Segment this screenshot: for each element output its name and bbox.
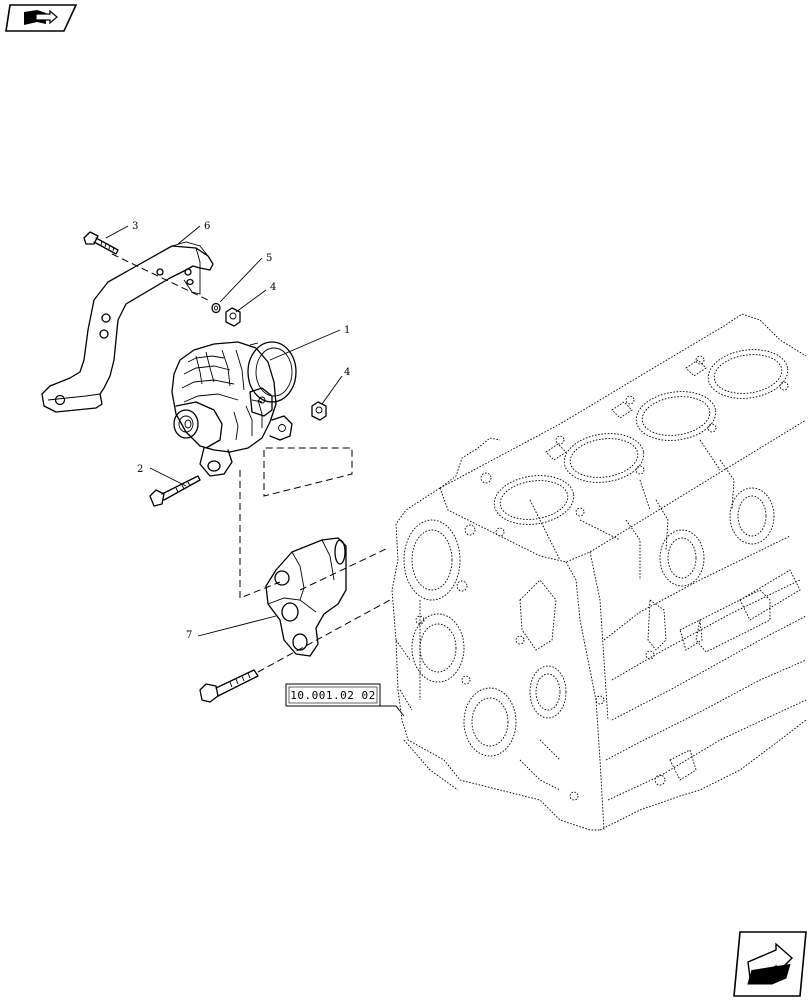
nut-lower [311, 401, 327, 421]
callout-nut-upper: 4 [270, 282, 276, 293]
callout-alternator-bolt: 2 [137, 464, 143, 475]
bracket-mount-bolt [199, 669, 259, 703]
reference-label: 10.001.02 02 [290, 689, 375, 702]
callout-leaders [105, 225, 405, 717]
callout-washer: 5 [266, 253, 272, 264]
washer [211, 302, 221, 314]
alternator-bolt [149, 475, 201, 507]
support-bracket [41, 241, 214, 413]
callout-nut-lower: 4 [344, 367, 350, 378]
mounting-bracket [265, 537, 347, 657]
bracket-bolt [83, 231, 119, 255]
engine-block [391, 313, 807, 831]
prev-page-button[interactable] [5, 4, 78, 32]
callout-support-bracket: 6 [204, 221, 210, 232]
reference-link[interactable]: 10.001.02 02 [285, 683, 381, 707]
alternator [171, 341, 297, 477]
callout-numbers: 3 6 5 4 1 4 2 7 [132, 221, 350, 641]
callout-mounting-bracket: 7 [186, 630, 192, 641]
next-page-arrow-icon [747, 942, 794, 985]
book-arrow-icon [24, 9, 58, 25]
callout-bracket-bolt: 3 [132, 221, 138, 232]
nut-upper [225, 307, 241, 327]
callout-alternator: 1 [344, 325, 350, 336]
next-page-button[interactable] [733, 931, 807, 997]
